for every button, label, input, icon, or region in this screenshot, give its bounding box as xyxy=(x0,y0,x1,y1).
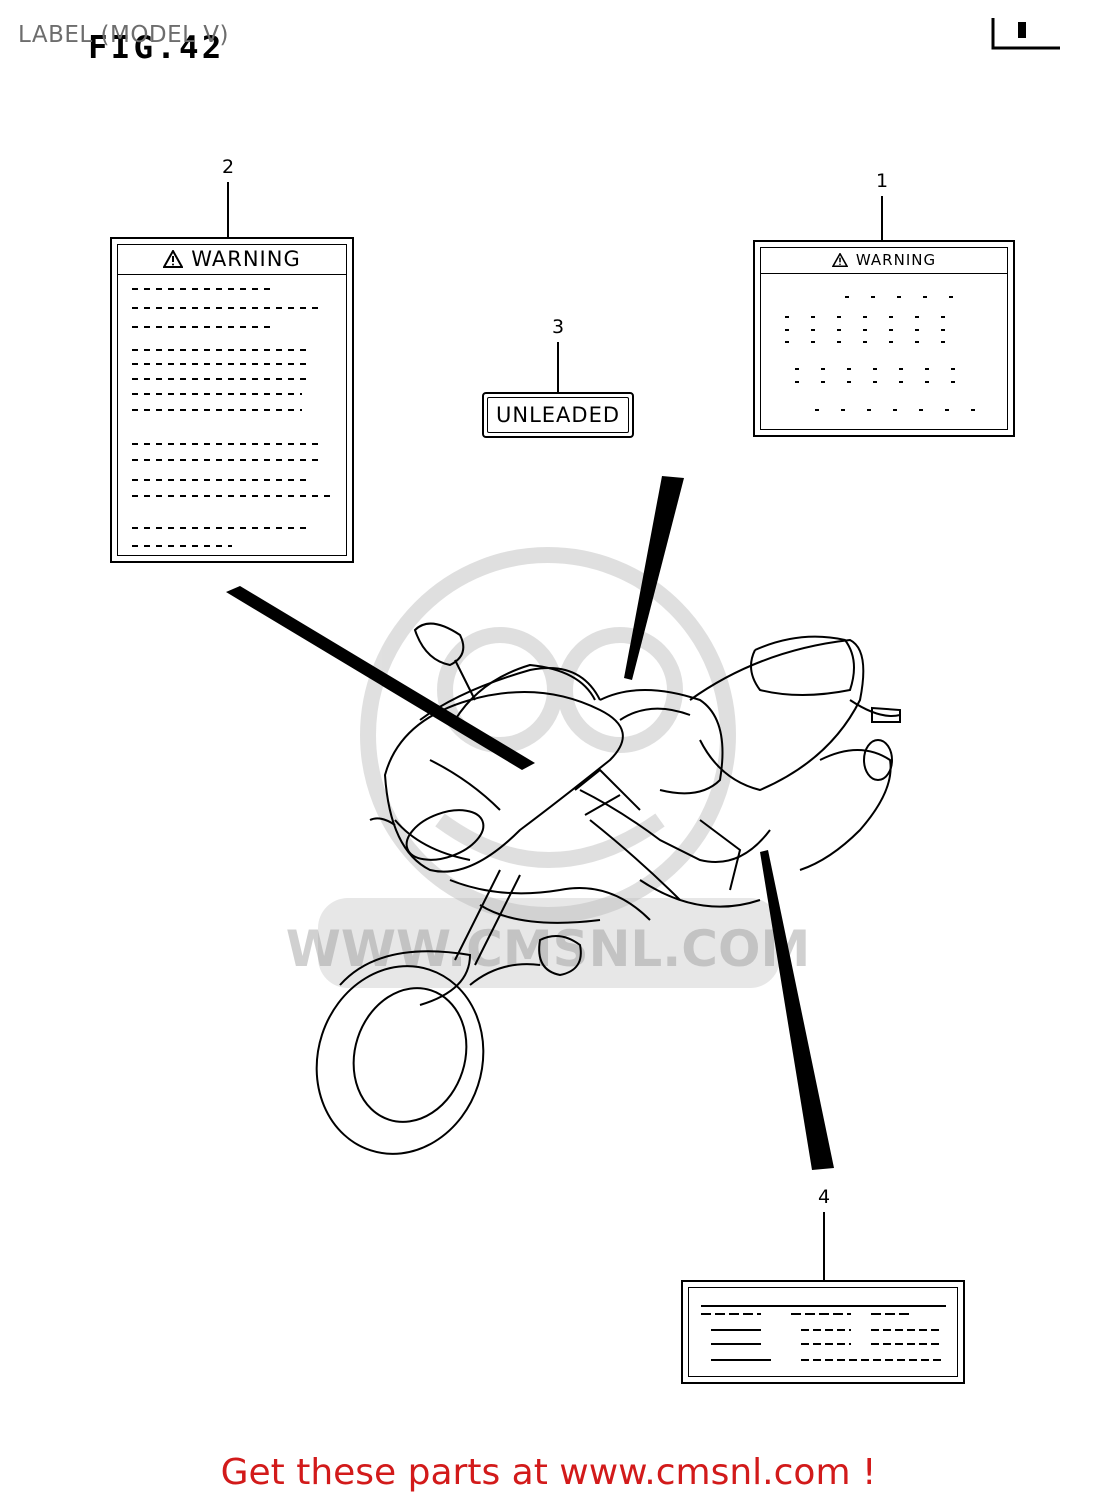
unleaded-text: UNLEADED xyxy=(495,403,621,427)
unleaded-label[interactable]: UNLEADED xyxy=(482,392,634,438)
warning-label-small[interactable]: WARNING xyxy=(753,240,1015,437)
figure-number: FIG.42 xyxy=(88,30,225,66)
warning-heading: WARNING xyxy=(855,251,937,269)
watermark-logo xyxy=(360,547,736,923)
warning-heading: WARNING xyxy=(191,247,301,271)
warning-label-large[interactable]: WARNING xyxy=(110,237,354,563)
info-label[interactable] xyxy=(681,1280,965,1384)
label-fine-print xyxy=(701,1305,946,1361)
label-fine-print xyxy=(785,296,975,411)
callout-number-3: 3 xyxy=(551,316,565,338)
callout-number-1: 1 xyxy=(875,170,889,192)
page-title: LABEL (MODEL V) xyxy=(18,22,230,48)
label-fine-print xyxy=(132,288,332,547)
watermark-text: WWW.CMSNL.COM xyxy=(286,920,811,978)
callout-number-4: 4 xyxy=(817,1186,831,1208)
warning-triangle-icon xyxy=(831,253,848,267)
warning-triangle-icon xyxy=(163,250,184,268)
callout-number-2: 2 xyxy=(221,156,235,178)
footer-promo-text[interactable]: Get these parts at www.cmsnl.com ! xyxy=(220,1452,877,1493)
